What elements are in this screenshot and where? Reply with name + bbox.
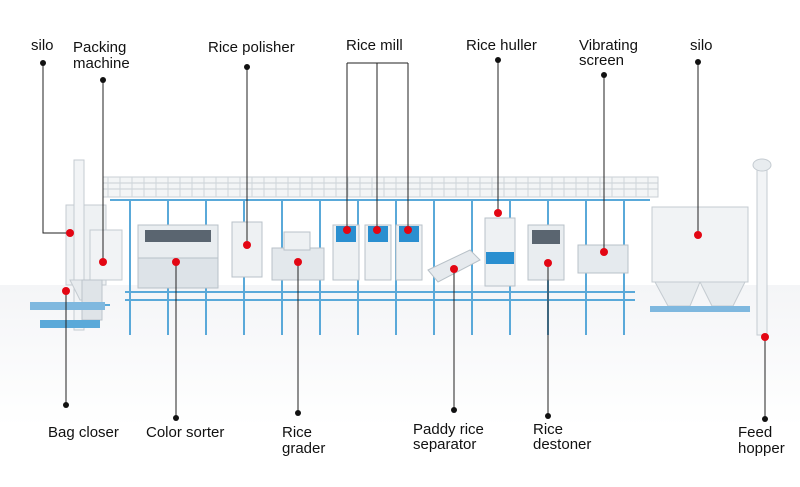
leader-lines: [42, 60, 766, 419]
label-rice-destoner-1: Rice: [533, 421, 564, 438]
label-rice-mill: Rice mill: [346, 37, 403, 54]
machine-dots: [62, 209, 769, 341]
silo-right-base: [650, 306, 750, 312]
rice-mills: [332, 224, 423, 281]
label-silo-right: silo: [690, 37, 713, 54]
silo-right-body: [651, 206, 749, 283]
bag-conveyor-base: [40, 320, 100, 328]
label-packing-machine-2: machine: [73, 55, 130, 72]
label-rice-polisher: Rice polisher: [208, 39, 295, 56]
label-bag-closer: Bag closer: [48, 424, 119, 441]
top-walkway: [102, 176, 659, 198]
label-silo-left: silo: [31, 37, 54, 54]
label-rice-grader-1: Rice: [282, 424, 313, 441]
label-paddy-separator-2: separator: [413, 436, 477, 453]
left-elevator: [73, 159, 85, 331]
label-dots: [40, 57, 768, 422]
label-vibrating-screen-1: Vibrating: [579, 37, 638, 54]
blue-frame: [30, 199, 650, 306]
feed-elevator: [756, 164, 768, 336]
floor-shadow: [0, 285, 800, 487]
color-sorter-chutes: [145, 230, 211, 242]
label-rice-huller: Rice huller: [466, 37, 537, 54]
rice-huller-band: [486, 252, 514, 264]
label-feed-hopper-1: Feed: [738, 424, 773, 441]
label-packing-machine-1: Packing: [73, 39, 127, 56]
rice-destoner-top: [532, 230, 560, 244]
packing-bag: [81, 279, 103, 321]
feed-elevator-head: [752, 158, 772, 172]
label-vibrating-screen-2: screen: [579, 52, 625, 69]
label-color-sorter: Color sorter: [146, 424, 225, 441]
rice-grader-hopper: [283, 231, 311, 251]
label-paddy-separator-1: Paddy rice: [413, 421, 484, 438]
bag-conveyor: [30, 302, 105, 310]
silo-right-cone-1: [654, 281, 701, 307]
label-feed-hopper-2: hopper: [738, 440, 785, 457]
packing-machine-body: [89, 229, 123, 281]
label-rice-destoner-2: destoner: [533, 436, 592, 453]
silo-right-cone-2: [699, 281, 746, 307]
label-rice-grader-2: grader: [282, 440, 326, 457]
